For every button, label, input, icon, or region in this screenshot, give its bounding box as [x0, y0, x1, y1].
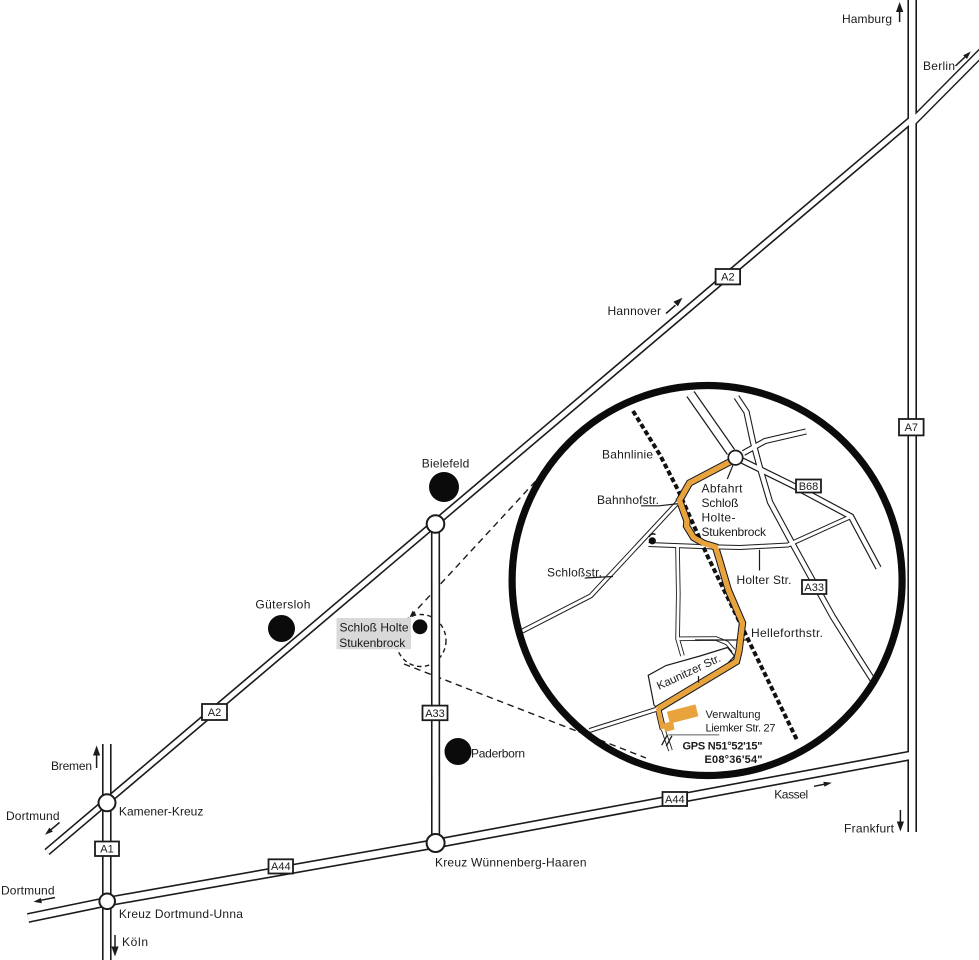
svg-text:Schloß: Schloß	[702, 496, 739, 510]
svg-text:Abfahrt: Abfahrt	[702, 482, 744, 496]
svg-text:Kreuz Wünnenberg-Haaren: Kreuz Wünnenberg-Haaren	[435, 855, 587, 869]
svg-text:Hannover: Hannover	[608, 304, 662, 318]
svg-text:Gütersloh: Gütersloh	[255, 598, 310, 612]
svg-text:Stukenbrock: Stukenbrock	[339, 636, 406, 650]
svg-text:Helleforthstr.: Helleforthstr.	[751, 626, 823, 640]
svg-text:Kreuz Dortmund-Unna: Kreuz Dortmund-Unna	[119, 907, 243, 921]
svg-text:Hamburg: Hamburg	[842, 12, 892, 26]
svg-text:A33: A33	[804, 582, 824, 594]
svg-text:Holte-: Holte-	[702, 511, 736, 525]
svg-text:Stukenbrock: Stukenbrock	[702, 525, 768, 539]
svg-text:Bielefeld: Bielefeld	[422, 457, 470, 471]
svg-text:Holter Str.: Holter Str.	[737, 573, 792, 587]
svg-text:Schloßstr.: Schloßstr.	[547, 566, 602, 580]
svg-text:Frankfurt: Frankfurt	[844, 822, 895, 836]
svg-text:A2: A2	[208, 707, 221, 719]
svg-text:Dortmund: Dortmund	[1, 884, 55, 898]
svg-text:A44: A44	[665, 794, 685, 806]
svg-text:A44: A44	[271, 861, 291, 873]
svg-text:A1: A1	[100, 844, 113, 856]
svg-text:Bahnhofstr.: Bahnhofstr.	[597, 493, 659, 507]
svg-text:Dortmund: Dortmund	[6, 809, 60, 823]
svg-text:Köln: Köln	[122, 935, 148, 949]
svg-text:Liemker Str. 27: Liemker Str. 27	[706, 723, 776, 735]
svg-text:Schloß Holte: Schloß Holte	[340, 621, 409, 635]
svg-text:A33: A33	[425, 708, 445, 720]
svg-text:A2: A2	[721, 272, 734, 284]
svg-text:GPS N51°52'15": GPS N51°52'15"	[683, 741, 763, 753]
svg-text:A7: A7	[905, 422, 918, 434]
svg-text:Berlin: Berlin	[923, 59, 955, 73]
svg-text:Bremen: Bremen	[51, 759, 92, 773]
svg-text:Kamener-Kreuz: Kamener-Kreuz	[119, 805, 203, 819]
svg-text:E08°36'54": E08°36'54"	[705, 754, 763, 766]
svg-text:Kassel: Kassel	[774, 788, 808, 802]
svg-text:Verwaltung: Verwaltung	[706, 709, 761, 721]
svg-text:Paderborn: Paderborn	[471, 747, 525, 761]
svg-text:B68: B68	[799, 481, 819, 493]
svg-text:Bahnlinie: Bahnlinie	[602, 448, 653, 462]
